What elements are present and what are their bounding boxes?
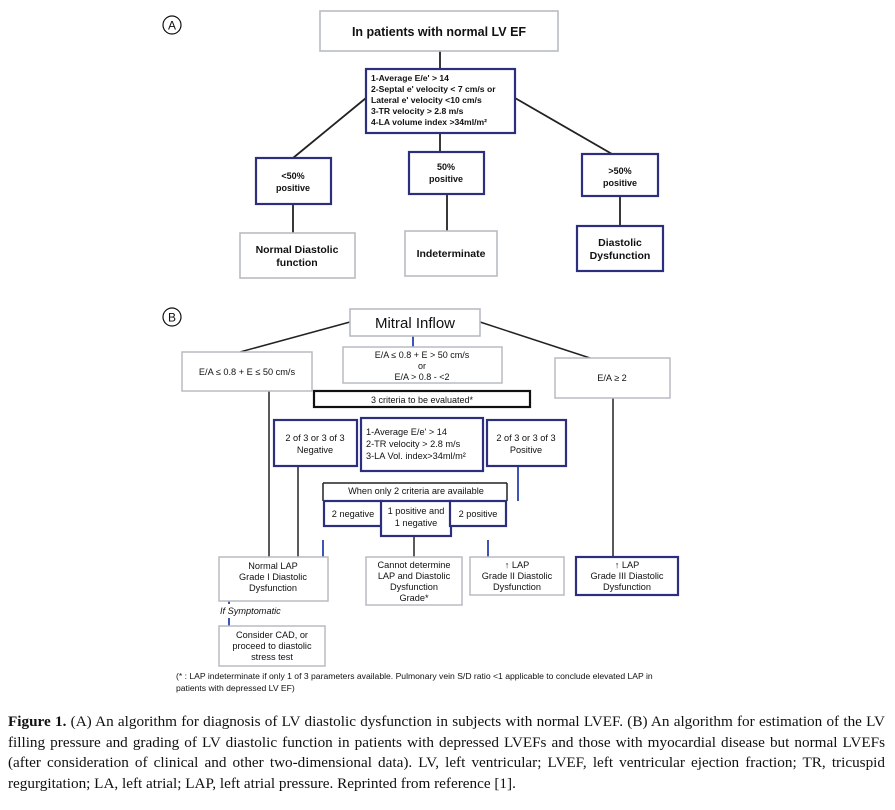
a-branch-right-line1: >50% — [608, 166, 631, 176]
figure-caption: Figure 1. (A) An algorithm for diagnosis… — [8, 712, 885, 794]
b-root-text: Mitral Inflow — [375, 315, 455, 332]
b-consider-box — [218, 625, 326, 667]
a-criteria-3: Lateral e' velocity <10 cm/s — [371, 95, 482, 105]
b-out-undetermined-box — [365, 556, 463, 606]
panel-b-marker: B — [162, 307, 182, 327]
b-negative-box — [272, 418, 359, 468]
a-root-box — [319, 10, 559, 52]
b-out-undetermined-line1: Cannot determine — [377, 560, 450, 570]
b-if-symptomatic: If Symptomatic — [220, 606, 281, 616]
b-out-grade3-line2: Grade III Diastolic — [590, 571, 663, 581]
b-negative-line1: 2 of 3 or 3 of 3 — [285, 433, 344, 443]
b-consider-line3: stress test — [251, 652, 293, 662]
b-positive-line2: Positive — [510, 445, 542, 455]
a-result-right-box — [575, 224, 665, 273]
b-two-criteria-header: When only 2 criteria are available — [348, 486, 484, 496]
b-right-top-text: E/A ≥ 2 — [597, 373, 627, 383]
flowchart-figure: A In patients with normal LV EF 1-Averag… — [162, 10, 680, 693]
b-mixed-box — [379, 499, 453, 538]
a-result-left-box — [239, 232, 356, 279]
a-branch-right-box — [580, 152, 660, 198]
panel-a: A In patients with normal LV EF 1-Averag… — [162, 10, 665, 279]
a-branch-right-line2: positive — [603, 178, 637, 188]
b-two-positive-box — [448, 499, 508, 528]
b-mid-top-line1: E/A ≤ 0.8 + E > 50 cm/s — [375, 350, 470, 360]
b-out-grade3-line3: Dysfunction — [603, 582, 651, 592]
b-out-undetermined-line4: Grade* — [399, 593, 429, 603]
b-criteria-box — [359, 416, 485, 473]
a-criteria-4: 3-TR velocity > 2.8 m/s — [371, 106, 464, 116]
svg-text:B: B — [168, 311, 176, 325]
b-positive-line1: 2 of 3 or 3 of 3 — [496, 433, 555, 443]
b-out-grade2-line2: Grade II Diastolic — [482, 571, 553, 581]
a-branch-mid-box — [407, 150, 486, 196]
b-negative-line2: Negative — [297, 445, 333, 455]
a-criteria-box — [364, 67, 517, 135]
b-left-top-box — [181, 351, 313, 392]
b-out-grade1-line3: Dysfunction — [249, 583, 297, 593]
b-out-grade2-line1: ↑ LAP — [505, 560, 530, 570]
b-two-positive-text: 2 positive — [459, 509, 498, 519]
b-out-undetermined-line3: Dysfunction — [390, 582, 438, 592]
b-out-grade3-line1: ↑ LAP — [615, 560, 640, 570]
b-mid-top-line2: or — [418, 361, 426, 371]
figure-caption-text: (A) An algorithm for diagnosis of LV dia… — [8, 713, 886, 792]
b-criteria-2: 2-TR velocity > 2.8 m/s — [366, 439, 461, 449]
b-mixed-line2: 1 negative — [395, 518, 437, 528]
a-criteria-5: 4-LA volume index >34ml/m² — [371, 117, 487, 127]
b-out-grade1-line1: Normal LAP — [248, 561, 298, 571]
b-positive-box — [485, 418, 568, 468]
b-out-grade1-box — [218, 556, 329, 602]
b-out-grade2-line3: Dysfunction — [493, 582, 541, 592]
b-out-grade2-box — [469, 556, 565, 596]
b-out-grade1-line2: Grade I Diastolic — [239, 572, 307, 582]
b-footnote-line1: (* : LAP indeterminate if only 1 of 3 pa… — [176, 671, 653, 681]
a-result-mid-text: Indeterminate — [417, 248, 486, 260]
panel-b: B Mitral Inflow E/A ≤ — [162, 307, 680, 693]
b-mid-top-box — [342, 346, 503, 384]
a-criteria-1: 1-Average E/e' > 14 — [371, 73, 449, 83]
panel-a-marker: A — [162, 15, 182, 35]
a-branch-left-box — [254, 156, 333, 206]
a-result-mid-box — [404, 230, 498, 277]
b-two-negative-text: 2 negative — [332, 509, 374, 519]
b-two-negative-box — [322, 499, 384, 528]
b-out-grade3-box — [574, 555, 680, 597]
b-left-top-text: E/A ≤ 0.8 + E ≤ 50 cm/s — [199, 367, 296, 377]
b-criteria-header-text: 3 criteria to be evaluated* — [371, 395, 474, 405]
b-right-top-box — [554, 357, 671, 399]
a-result-left-line1: Normal Diastolic — [256, 244, 339, 256]
b-out-undetermined-line2: LAP and Diastolic — [378, 571, 451, 581]
a-branch-mid-line1: 50% — [437, 162, 455, 172]
b-consider-line2: proceed to diastolic — [232, 641, 312, 651]
b-footnote-line2: patients with depressed LV EF) — [176, 683, 295, 693]
b-criteria-1: 1-Average E/e' > 14 — [366, 427, 447, 437]
b-criteria-header-box — [312, 389, 532, 409]
b-root-box — [349, 308, 481, 337]
a-criteria-list: 1-Average E/e' > 14 2-Septal e' velocity… — [371, 73, 496, 127]
panel-b-blue-connectors — [228, 336, 519, 626]
a-result-right-line1: Diastolic — [598, 237, 642, 249]
b-mid-top-line3: E/A > 0.8 - <2 — [394, 372, 449, 382]
a-result-right-line2: Dysfunction — [590, 250, 651, 262]
figure-caption-label: Figure 1. — [8, 713, 67, 730]
svg-text:A: A — [168, 19, 176, 33]
panel-a-connectors — [292, 51, 621, 233]
a-branch-left-line2: positive — [276, 183, 310, 193]
b-criteria-3: 3-LA Vol. index>34ml/m² — [366, 451, 466, 461]
a-criteria-2: 2-Septal e' velocity < 7 cm/s or — [371, 84, 496, 94]
a-result-left-line2: function — [276, 257, 317, 269]
b-mixed-line1: 1 positive and — [388, 506, 445, 516]
a-branch-left-line1: <50% — [281, 171, 304, 181]
panel-b-connectors — [239, 321, 614, 557]
a-branch-mid-line2: positive — [429, 174, 463, 184]
a-root-text: In patients with normal LV EF — [352, 25, 526, 39]
b-consider-line1: Consider CAD, or — [236, 630, 308, 640]
